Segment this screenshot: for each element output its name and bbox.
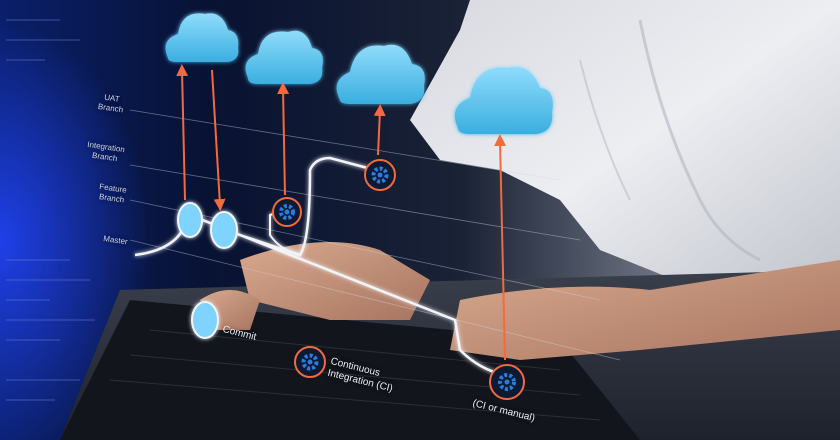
shirt-fold [579,59,631,201]
pipeline-branch [269,209,301,256]
feature-branch-label: Feature Branch [98,182,128,205]
left-hand [240,242,430,320]
deploy-arrow [277,82,290,196]
commit-node [191,301,219,339]
deploy-arrow [176,64,189,201]
shirt-fold [638,19,761,262]
deploy-arrow [494,134,507,361]
deploy-arrow [373,104,386,156]
commit-node [177,202,203,238]
cloud-icon [165,13,239,63]
feedback-arrow [211,69,226,211]
code-lines [6,19,95,401]
cloud-icon [336,44,425,104]
gear-icon [364,159,396,191]
uat-branch-label: UAT Branch [97,92,124,115]
cloud-icon [245,30,323,84]
gear-icon [272,197,302,227]
right-hand [450,260,840,360]
commit-node [210,211,238,249]
gear-icon [294,346,326,378]
gear-icon [489,364,525,400]
cloud-icon [454,66,553,134]
branch-guides [129,109,621,361]
